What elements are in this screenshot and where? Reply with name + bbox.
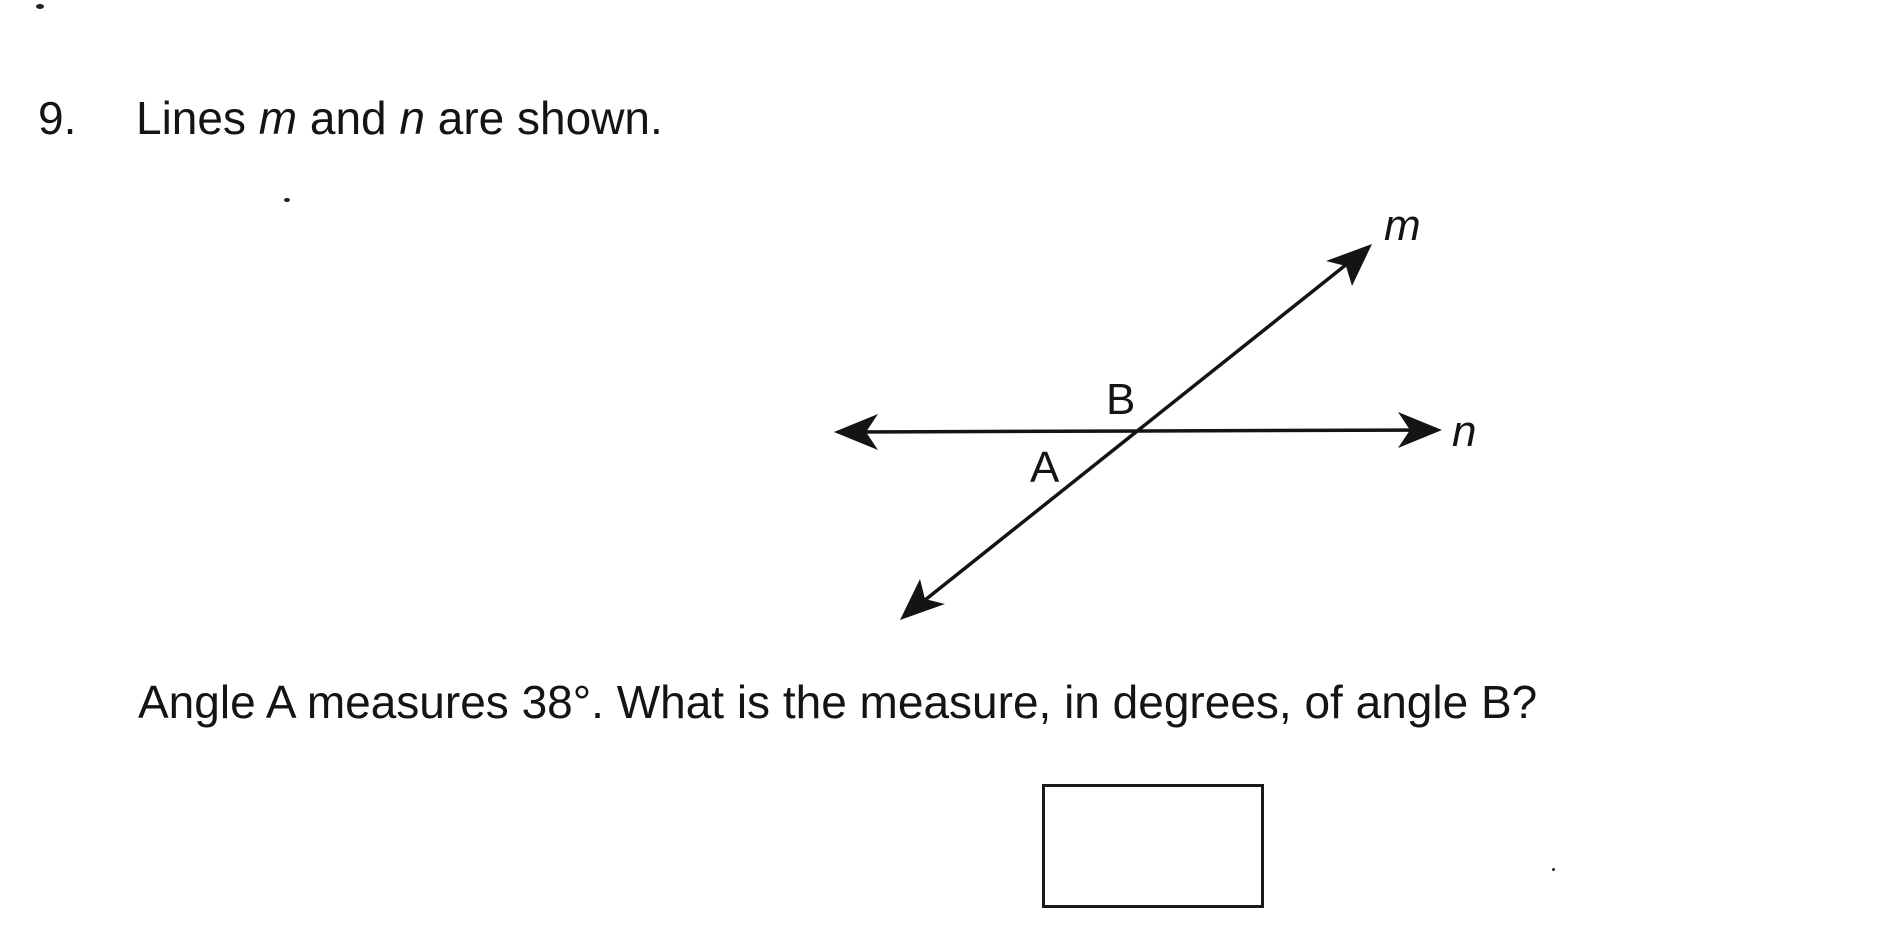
scan-speck <box>284 198 290 202</box>
line-n-left-arrowhead <box>834 414 878 450</box>
line-m-label: m <box>1384 201 1421 250</box>
question-prompt: Lines m and n are shown. <box>136 88 663 148</box>
prompt-text-middle: and <box>297 92 400 144</box>
line-m <box>908 250 1364 614</box>
prompt-text-start: Lines <box>136 92 259 144</box>
scan-speck <box>36 4 44 9</box>
angle-b-label: B <box>1106 375 1135 424</box>
scan-speck <box>1552 868 1555 871</box>
question-text: Angle A measures 38°. What is the measur… <box>138 676 1538 728</box>
angle-a-label: A <box>1030 443 1060 492</box>
line-n-name: n <box>399 92 425 144</box>
line-n-label: n <box>1452 407 1476 456</box>
question-number: 9. <box>38 92 77 144</box>
line-m-bottom-arrowhead <box>900 579 945 620</box>
line-n-right-arrowhead <box>1398 412 1442 448</box>
answer-box[interactable] <box>1042 784 1264 908</box>
line-m-top-arrowhead <box>1326 244 1372 286</box>
prompt-text-end: are shown. <box>424 92 663 144</box>
line-m-name: m <box>258 92 298 144</box>
